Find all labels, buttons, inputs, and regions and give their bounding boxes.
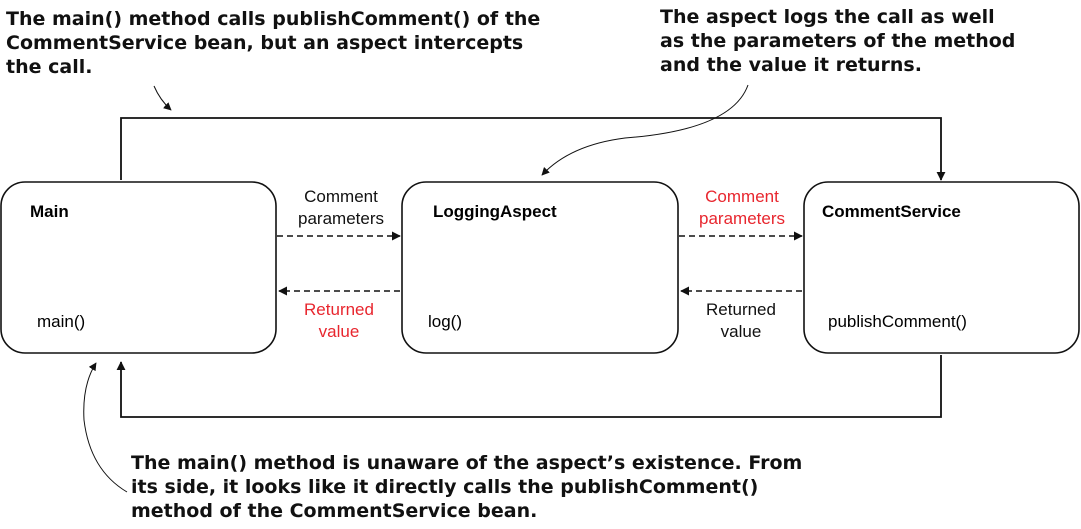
main-box-title: Main (30, 202, 69, 221)
message-line: value (318, 322, 360, 341)
service-to-aspect-label: Returned value (706, 299, 776, 343)
message-line: Returned (304, 300, 374, 319)
bottom-callout-pointer (83, 362, 128, 493)
top-right-callout: The aspect logs the call as well as the … (660, 5, 1015, 77)
main-box (0, 181, 277, 354)
callout-line: The main() method calls publishComment()… (6, 8, 541, 30)
message-line: parameters (298, 209, 384, 228)
bottom-callout: The main() method is unaware of the aspe… (131, 451, 802, 523)
callout-line: the call. (6, 56, 93, 78)
perceived-call-arrow (120, 117, 946, 181)
top-left-callout-pointer (153, 85, 172, 111)
message-line: Returned (706, 300, 776, 319)
callout-line: as the parameters of the method (660, 30, 1016, 52)
callout-line: its side, it looks like it directly call… (131, 476, 759, 498)
message-line: Comment (705, 187, 779, 206)
message-line: value (720, 322, 762, 341)
main-to-aspect-label: Comment parameters (298, 186, 384, 230)
message-line: Comment (304, 187, 378, 206)
comment-service-box-method: publishComment() (828, 312, 967, 331)
logging-aspect-box-title: LoggingAspect (433, 202, 557, 221)
comment-service-box-title: CommentService (822, 202, 961, 221)
message-line: parameters (699, 209, 785, 228)
perceived-return-arrow (116, 355, 942, 418)
logging-aspect-box (401, 181, 679, 354)
top-right-callout-pointer (541, 84, 749, 176)
comment-service-box (803, 181, 1080, 354)
callout-line: and the value it returns. (660, 54, 922, 76)
callout-line: method of the CommentService bean. (131, 500, 538, 522)
main-box-method: main() (37, 312, 86, 331)
aspect-to-main-label: Returned value (304, 299, 374, 343)
callout-line: The aspect logs the call as well (660, 6, 995, 28)
callout-line: CommentService bean, but an aspect inter… (6, 32, 524, 54)
aspect-to-service-label: Comment parameters (699, 186, 785, 230)
logging-aspect-box-method: log() (428, 312, 463, 331)
top-left-callout: The main() method calls publishComment()… (6, 7, 540, 79)
callout-line: The main() method is unaware of the aspe… (131, 452, 803, 474)
